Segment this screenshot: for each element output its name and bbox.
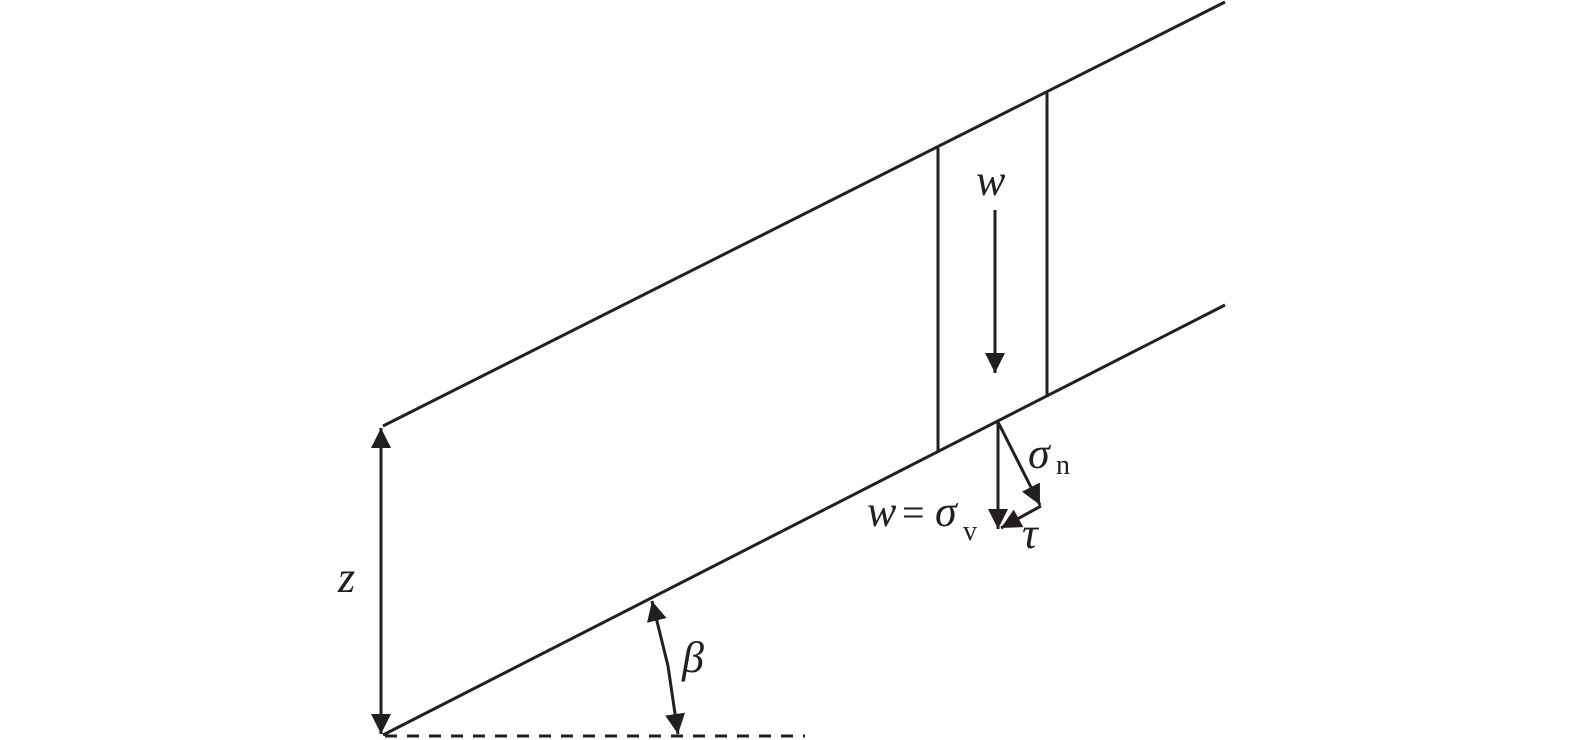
- sigma-v-subscript: v: [963, 516, 977, 547]
- slope-surface-line: [382, 0, 1226, 428]
- sigma-n-label: σ: [1028, 429, 1052, 478]
- angle-arrow-up: [647, 600, 670, 667]
- slip-plane-line: [382, 303, 1226, 737]
- equals-sign: =: [902, 490, 925, 535]
- angle-arrow-down: [665, 665, 685, 735]
- angle-label: β: [681, 633, 704, 682]
- tau-label: τ: [1022, 509, 1040, 558]
- sigma-v-label: σ: [935, 487, 959, 536]
- weight-label: w: [976, 156, 1006, 205]
- depth-label: z: [337, 553, 355, 602]
- tau-arrow: [1000, 504, 1042, 530]
- weight-eq-label: w: [867, 487, 897, 536]
- sigma-n-arrow: [996, 421, 1042, 506]
- sigma-n-subscript: n: [1056, 450, 1070, 481]
